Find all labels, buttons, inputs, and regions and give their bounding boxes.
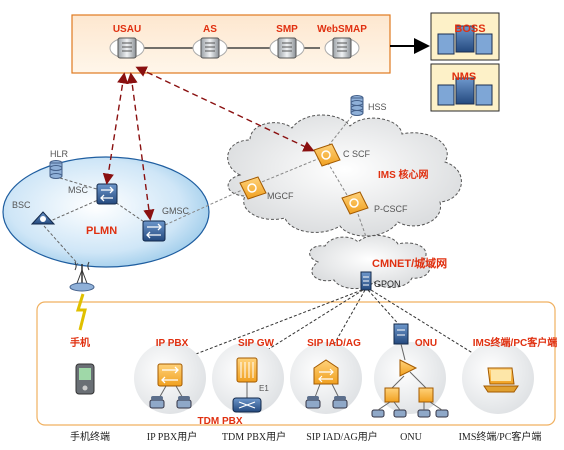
ip-pbx-label: IP PBX: [156, 338, 189, 349]
phone-icon: [176, 396, 192, 409]
websmap-label: WebSMAP: [317, 24, 367, 35]
hlr-db-icon: [49, 160, 63, 179]
boss-label: BOSS: [454, 23, 485, 35]
gmsc-mgcf-link: [164, 189, 243, 226]
as-label: AS: [203, 24, 217, 35]
mobile-label: 手机: [70, 336, 90, 349]
gmsc-switch-icon: [142, 220, 166, 242]
onu-label: ONU: [415, 338, 437, 349]
boss-panel: BOSS: [430, 12, 500, 61]
sip-iad-label: SIP IAD/AG: [307, 338, 361, 349]
msc-switch-icon: [96, 183, 118, 205]
pcscf-icon: [341, 191, 369, 215]
tdm-pbx-icon: [232, 397, 262, 413]
gpon-sipgw-link: [247, 289, 364, 363]
tdm-pbx-label: TDM PBX: [198, 416, 243, 427]
onu-circle: [374, 342, 446, 414]
onu-unit-icon: [418, 387, 434, 403]
sip-iad-user-caption: SIP IAD/AG用户: [306, 430, 378, 443]
mobile-terminal-caption: 手机终端: [70, 430, 110, 443]
onu-splitter-link: [400, 343, 406, 361]
phone-icon: [305, 396, 321, 409]
e1-label: E1: [259, 384, 269, 393]
mgcf-label: MGCF: [267, 191, 294, 201]
as-server-icon: [192, 37, 228, 59]
cscf-icon: [313, 143, 341, 167]
cmnet-cloud: [309, 235, 431, 289]
phone-icon: [371, 409, 385, 418]
sip-iad-icon: [313, 359, 339, 385]
msc-gmsc-link: [111, 199, 151, 227]
cscf-label: C SCF: [343, 149, 371, 159]
tdm-pbx-user-caption: TDM PBX用户: [222, 430, 286, 443]
gpon-ippbx-link: [169, 289, 363, 365]
phone-icon: [435, 409, 449, 418]
sip-gw-label: SIP GW: [238, 338, 274, 349]
mgcf-icon: [239, 176, 267, 200]
onu-phone-link: [377, 401, 391, 411]
usau-msc-signal: [102, 72, 129, 185]
usau-label: USAU: [113, 24, 141, 35]
phone-icon: [149, 396, 165, 409]
bsc-icon: [30, 211, 56, 225]
gpon-icon: [360, 271, 372, 291]
radio-lightning-icon: [75, 293, 87, 331]
bsc-msc-link: [47, 199, 99, 223]
splitter-onu-b-link: [409, 371, 427, 389]
ims-pc-label: IMS终端/PC客户端: [473, 336, 557, 349]
ims-pc-client-caption: IMS终端/PC客户端: [459, 430, 542, 443]
laptop-icon: [483, 367, 519, 393]
phone-icon: [417, 409, 431, 418]
msc-label: MSC: [68, 185, 89, 195]
ip-pbx-user-caption: IP PBX用户: [147, 430, 197, 443]
onu-phone-link: [429, 401, 443, 411]
hss-db-icon: [350, 95, 364, 116]
gpon-label: GPON: [374, 279, 401, 289]
phone-icon: [393, 409, 407, 418]
onu-unit-icon: [384, 387, 400, 403]
usau-server-icon: [109, 37, 145, 59]
splitter-onu-a-link: [391, 375, 405, 389]
pcscf-label: P-CSCF: [374, 204, 408, 214]
gmsc-label: GMSC: [162, 206, 190, 216]
ims-core-label: IMS 核心网: [378, 168, 429, 181]
nms-label: NMS: [452, 71, 476, 83]
gpon-onu-link: [367, 289, 403, 329]
plmn-label: PLMN: [86, 225, 117, 237]
sip-gw-icon: [236, 357, 258, 383]
cscf-mgcf-link: [251, 155, 326, 187]
hss-label: HSS: [368, 102, 387, 112]
cscf-pcscf-link: [324, 157, 351, 201]
onu-caption: ONU: [400, 432, 422, 443]
ip-pbx-switch-icon: [157, 363, 183, 387]
smp-label: SMP: [276, 24, 298, 35]
onu-splitter-icon: [399, 359, 418, 377]
hlr-msc-link: [59, 177, 101, 191]
bsc-tower-link: [43, 225, 79, 265]
hlr-label: HLR: [50, 149, 69, 159]
cmnet-label: CMNET/城域网: [372, 256, 447, 270]
cell-tower-icon: [69, 261, 95, 292]
usau-cscf-signal: [135, 66, 315, 152]
bsc-label: BSC: [12, 200, 31, 210]
gpon-sipiad-link: [323, 289, 366, 363]
onu-phone-link: [393, 401, 401, 411]
websmap-server-icon: [324, 37, 360, 59]
onu-top-icon: [393, 323, 409, 345]
phone-icon: [332, 396, 348, 409]
smp-server-icon: [269, 37, 305, 59]
mobile-phone-icon: [75, 363, 95, 395]
nms-panel: NMS: [430, 63, 500, 112]
